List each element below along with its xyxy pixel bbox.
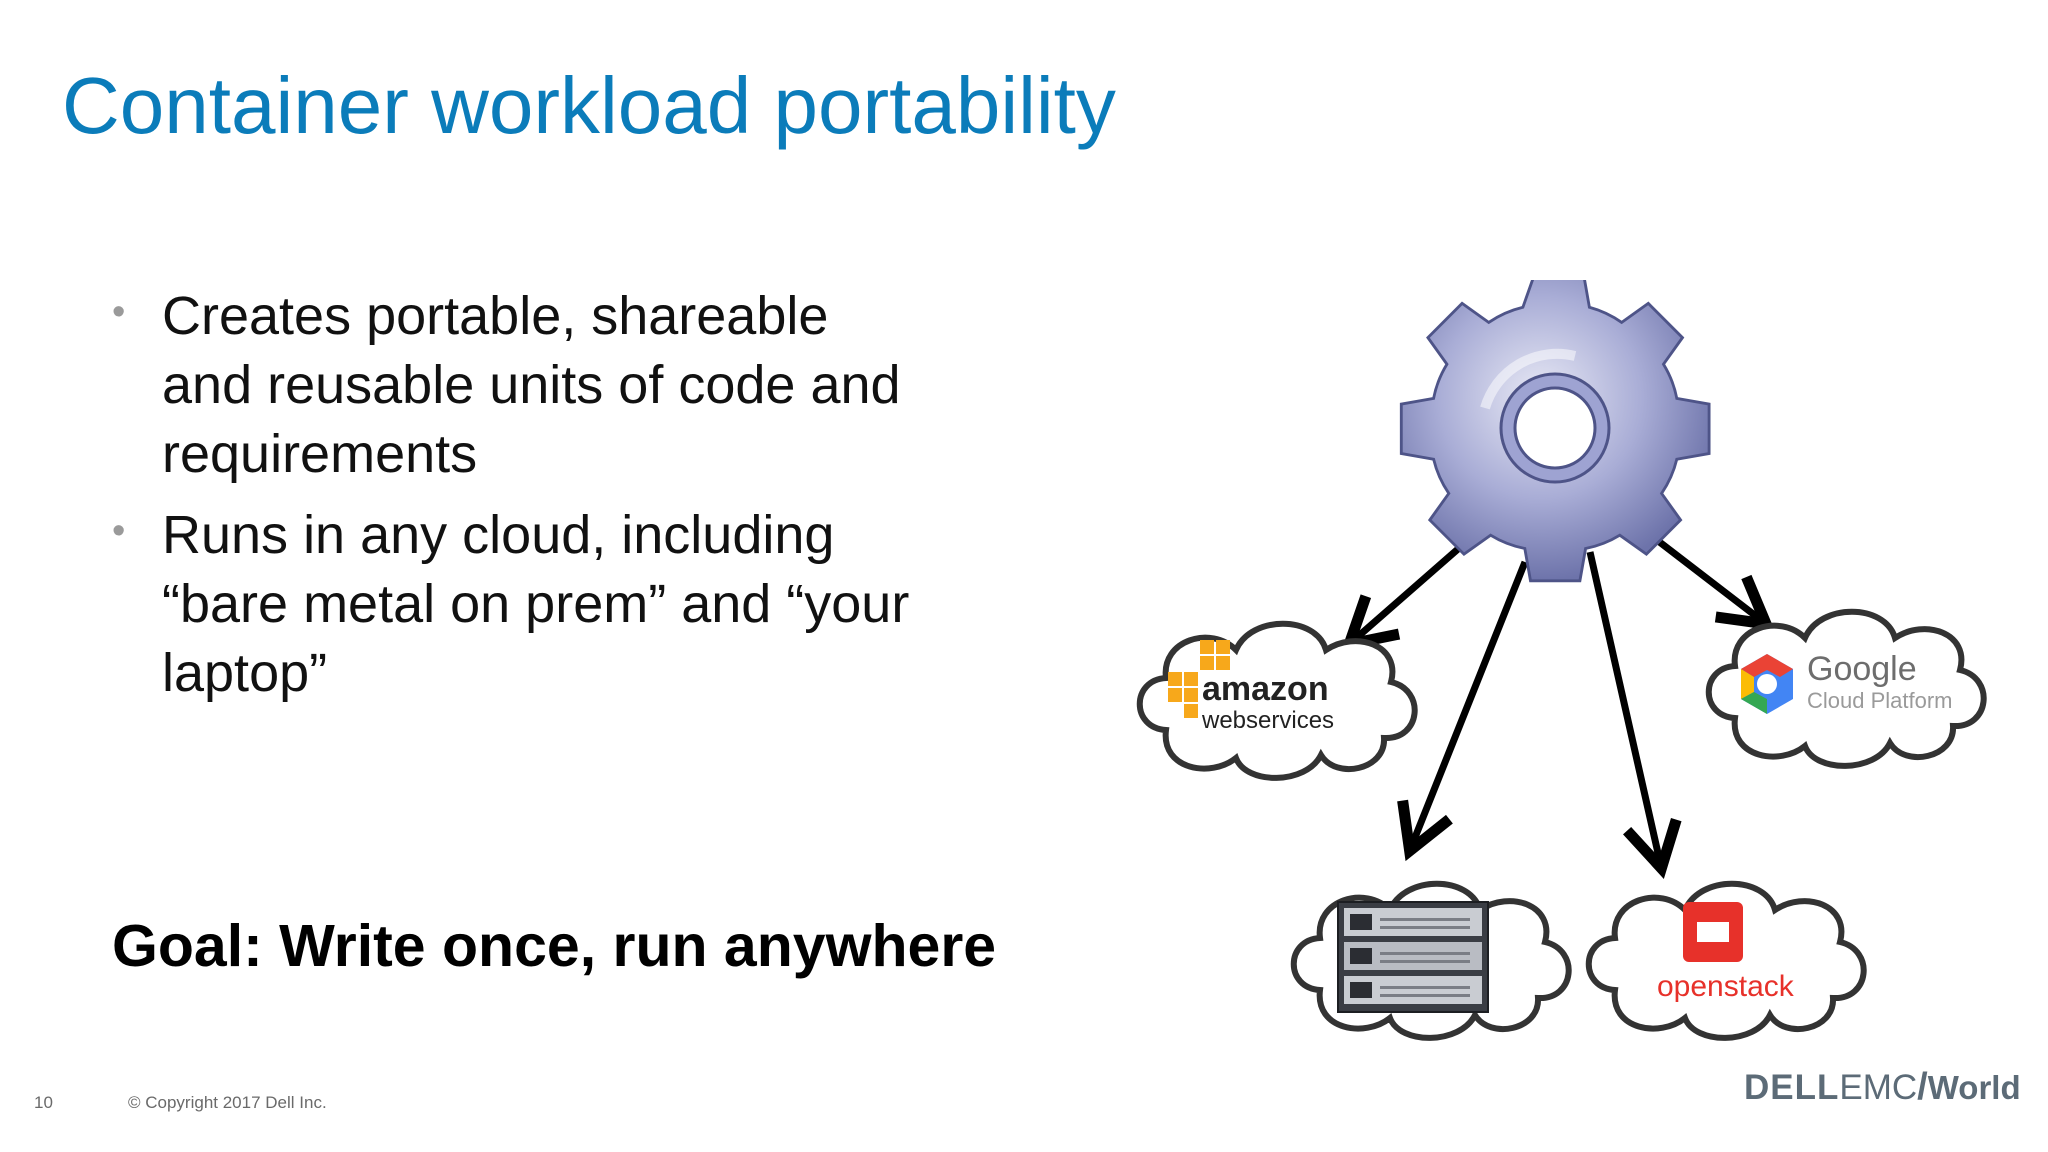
aws-logo-icon <box>1168 640 1230 718</box>
bullet-item: • Runs in any cloud, including “bare met… <box>112 501 1012 708</box>
bullet-line: requirements <box>162 424 478 484</box>
brand-dell: DELL <box>1744 1068 1840 1107</box>
aws-label: amazon <box>1202 670 1329 708</box>
bullet-line: and reusable units of code and <box>162 355 901 415</box>
portability-diagram: amazon webservices <box>1110 280 1990 1050</box>
brand-slash: / <box>1917 1066 1928 1108</box>
aws-sublabel: webservices <box>1201 707 1334 734</box>
bullet-line: Creates portable, shareable <box>162 286 829 346</box>
copyright-notice: © Copyright 2017 Dell Inc. <box>128 1093 327 1112</box>
brand-world: World <box>1927 1069 2021 1106</box>
google-sublabel: Cloud Platform <box>1807 688 1953 713</box>
bullet-list: • Creates portable, shareable and reusab… <box>112 282 1012 720</box>
server-rack-icon <box>1337 901 1489 1013</box>
diagram-svg: amazon webservices <box>1136 280 1987 1041</box>
bullet-marker: • <box>112 510 126 552</box>
aws-cloud: amazon webservices <box>1136 620 1418 781</box>
bullet-line: laptop” <box>162 643 328 703</box>
page-number: 10 <box>34 1093 53 1112</box>
google-cloud: Google Cloud Platform <box>1705 608 1987 769</box>
google-label: Google <box>1807 650 1917 688</box>
arrows <box>1340 534 1775 879</box>
openstack-cloud: openstack <box>1585 880 1867 1041</box>
bullet-line: Runs in any cloud, including <box>162 505 835 565</box>
openstack-label: openstack <box>1657 970 1795 1003</box>
arrow-to-server <box>1397 560 1529 862</box>
bullet-line: “bare metal on prem” and “your <box>162 574 910 634</box>
openstack-logo-icon <box>1683 902 1743 962</box>
arrow-to-aws <box>1340 539 1469 652</box>
bullet-marker: • <box>112 291 126 333</box>
gear-icon <box>1399 280 1711 583</box>
server-cloud <box>1290 880 1572 1041</box>
goal-statement: Goal: Write once, run anywhere <box>112 913 997 979</box>
arrow-to-openstack <box>1586 551 1682 879</box>
brand-emc: EMC <box>1839 1068 1918 1107</box>
dell-emc-world-logo: DELLEMC/World <box>1744 1066 2021 1118</box>
bullet-item: • Creates portable, shareable and reusab… <box>112 282 1012 489</box>
google-cloud-logo-icon <box>1741 654 1793 714</box>
arrow-to-google <box>1650 534 1775 631</box>
slide-title: Container workload portability <box>62 61 1116 150</box>
